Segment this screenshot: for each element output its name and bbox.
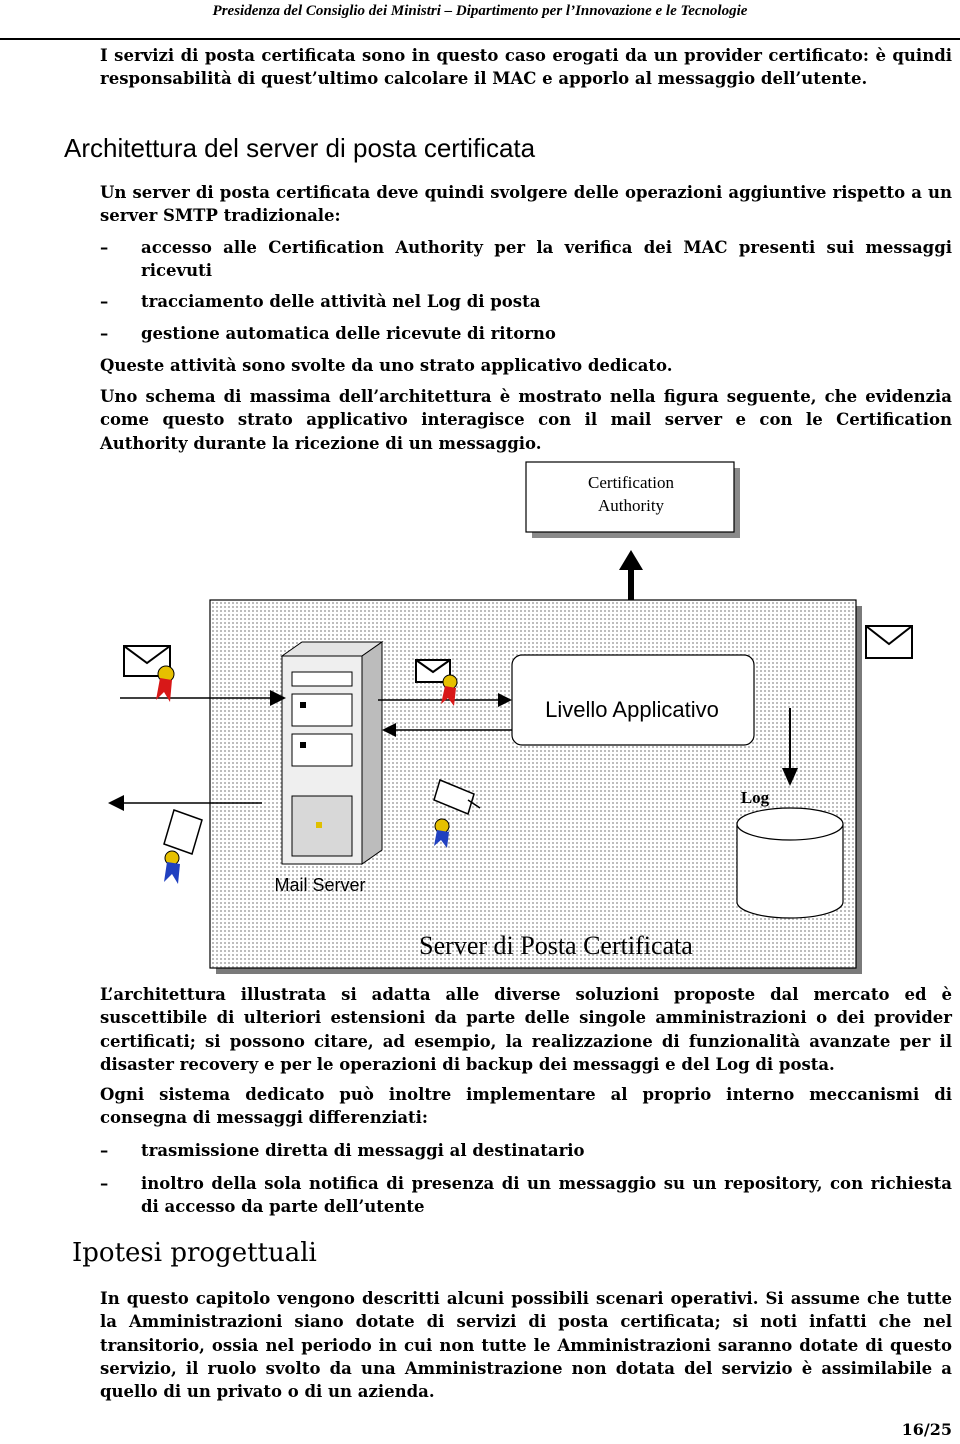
certification-authority-box: Certification Authority <box>525 461 740 538</box>
receipt-seal-icon <box>163 809 203 884</box>
paragraph-server-ops: Un server di posta certificata deve quin… <box>100 183 952 226</box>
bullet-text: inoltro della sola notifica di presenza … <box>141 1174 952 1217</box>
log-arrow <box>782 708 798 786</box>
sealed-envelope-icon <box>415 659 458 706</box>
bullet-item: – trasmissione diretta di messaggi al de… <box>100 1139 952 1162</box>
bullet-item: – inoltro della sola notifica di presenz… <box>100 1172 952 1219</box>
bullet-text: tracciamento delle attività nel Log di p… <box>141 292 541 311</box>
log-database: Log <box>736 788 844 919</box>
page-header: Presidenza del Consiglio dei Ministri – … <box>0 0 960 40</box>
bullet-item: – tracciamento delle attività nel Log di… <box>100 290 952 313</box>
paragraph-scenari: In questo capitolo vengono descritti alc… <box>100 1289 952 1402</box>
bullet-item: – gestione automatica delle ricevute di … <box>100 322 952 345</box>
architecture-diagram: Certification Authority Server di Posta … <box>108 461 913 974</box>
receipt-seal-icon <box>433 778 481 848</box>
intro-paragraph: I servizi di posta certificata sono in q… <box>100 46 952 89</box>
bullet-text: gestione automatica delle ricevute di ri… <box>141 324 556 343</box>
mail-server-tower: Mail Server <box>274 641 384 895</box>
section-title-architecture: Architettura del server di posta certifi… <box>64 133 536 163</box>
bullet-dash: – <box>100 1141 109 1160</box>
page-number: 16/25 <box>901 1420 952 1439</box>
envelope-icon <box>865 625 913 659</box>
bullet-item: – accesso alle Certification Authority p… <box>100 236 952 283</box>
sealed-envelope-icon <box>123 645 175 702</box>
paragraph-delivery-mechanisms: Ogni sistema dedicato può inoltre implem… <box>100 1085 952 1128</box>
paragraph-architecture-notes: L’architettura illustrata si adatta alle… <box>100 985 952 1074</box>
bullet-dash: – <box>100 292 109 311</box>
paragraph-dedicated-layer: Queste attività sono svolte da uno strat… <box>100 356 673 375</box>
server-to-app-arrow <box>378 693 512 707</box>
outgoing-arrow <box>108 795 262 811</box>
bullet-text: accesso alle Certification Authority per… <box>141 238 952 281</box>
log-label: Log <box>741 788 770 807</box>
bullet-text: trasmissione diretta di messaggi al dest… <box>141 1141 585 1160</box>
ca-label-line1: Certification <box>588 473 674 492</box>
bullet-dash: – <box>100 1174 109 1193</box>
section-title-ipotesi: Ipotesi progettuali <box>72 1238 317 1268</box>
ca-label-line2: Authority <box>598 496 665 515</box>
header-text: Presidenza del Consiglio dei Ministri – … <box>212 3 748 19</box>
incoming-arrow <box>120 690 286 706</box>
bullet-dash: – <box>100 324 109 343</box>
paragraph-schema: Uno schema di massima dell’architettura … <box>100 387 952 453</box>
app-to-server-arrow <box>382 723 512 737</box>
mail-server-label: Mail Server <box>274 875 365 895</box>
bullet-dash: – <box>100 238 109 257</box>
application-layer-box: Livello Applicativo <box>511 654 755 746</box>
application-layer-label: Livello Applicativo <box>545 697 719 722</box>
container-label: Server di Posta Certificata <box>419 931 693 960</box>
